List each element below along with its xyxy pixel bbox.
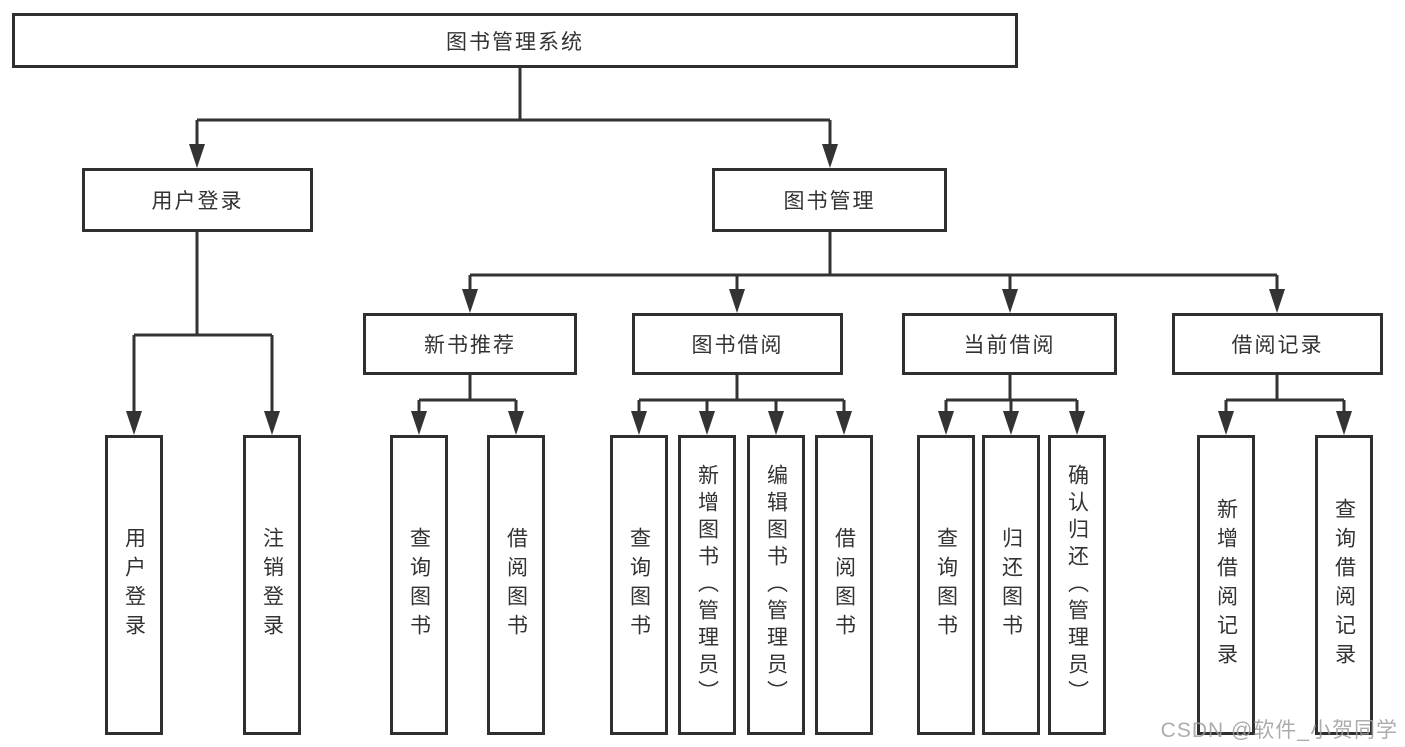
node-book-management: 图书管理 <box>712 168 947 232</box>
node-label: 图书管理 <box>783 190 876 213</box>
node-label: 归还图书 <box>999 527 1023 643</box>
leaf-confirm-return-admin: 确认归还（管理员） <box>1048 435 1106 735</box>
connector-new-book-split <box>411 375 524 435</box>
leaf-query-books: 查询图书 <box>610 435 668 735</box>
leaf-add-book-admin: 新增图书（管理员） <box>678 435 736 735</box>
leaf-query-borrow-record: 查询借阅记录 <box>1315 435 1373 735</box>
leaf-add-borrow-record: 新增借阅记录 <box>1197 435 1255 735</box>
connector-current-borrow-split <box>938 375 1085 435</box>
node-label: 编辑图书（管理员） <box>764 463 788 707</box>
node-borrow-records: 借阅记录 <box>1172 313 1383 375</box>
node-label: 新书推荐 <box>424 334 516 357</box>
connector-book-mgmt-split <box>462 232 1285 313</box>
node-label: 借阅图书 <box>832 527 856 643</box>
connector-user-login-split <box>126 232 280 435</box>
node-label: 查询图书 <box>934 527 958 643</box>
leaf-query-books: 查询图书 <box>917 435 975 735</box>
leaf-user-login: 用户登录 <box>105 435 163 735</box>
node-label: 确认归还（管理员） <box>1065 463 1089 707</box>
node-label: 图书借阅 <box>691 334 784 357</box>
node-user-login: 用户登录 <box>82 168 313 232</box>
node-label: 用户登录 <box>151 190 244 213</box>
connector-root-split <box>189 68 838 168</box>
node-label: 新增借阅记录 <box>1214 498 1238 672</box>
node-label: 用户登录 <box>122 527 146 643</box>
leaf-edit-book-admin: 编辑图书（管理员） <box>747 435 805 735</box>
node-label: 借阅图书 <box>504 527 528 643</box>
leaf-borrow-books: 借阅图书 <box>487 435 545 735</box>
leaf-borrow-books: 借阅图书 <box>815 435 873 735</box>
node-label: 查询借阅记录 <box>1332 498 1356 672</box>
node-library-management-system: 图书管理系统 <box>12 13 1018 68</box>
node-label: 新增图书（管理员） <box>695 463 719 707</box>
node-label: 借阅记录 <box>1231 334 1324 357</box>
connector-borrow-records-split <box>1218 375 1352 435</box>
node-label: 注销登录 <box>260 527 284 643</box>
node-new-book-recommend: 新书推荐 <box>363 313 577 375</box>
node-current-borrow: 当前借阅 <box>902 313 1117 375</box>
node-label: 当前借阅 <box>963 334 1056 357</box>
connector-book-borrow-split <box>631 375 852 435</box>
node-book-borrow: 图书借阅 <box>632 313 843 375</box>
node-label: 查询图书 <box>407 527 431 643</box>
leaf-logout: 注销登录 <box>243 435 301 735</box>
node-label: 图书管理系统 <box>446 30 584 54</box>
node-label: 查询图书 <box>627 527 651 643</box>
csdn-watermark: CSDN @软件_小贺同学 <box>1160 719 1398 742</box>
leaf-query-books: 查询图书 <box>390 435 448 735</box>
leaf-return-books: 归还图书 <box>982 435 1040 735</box>
